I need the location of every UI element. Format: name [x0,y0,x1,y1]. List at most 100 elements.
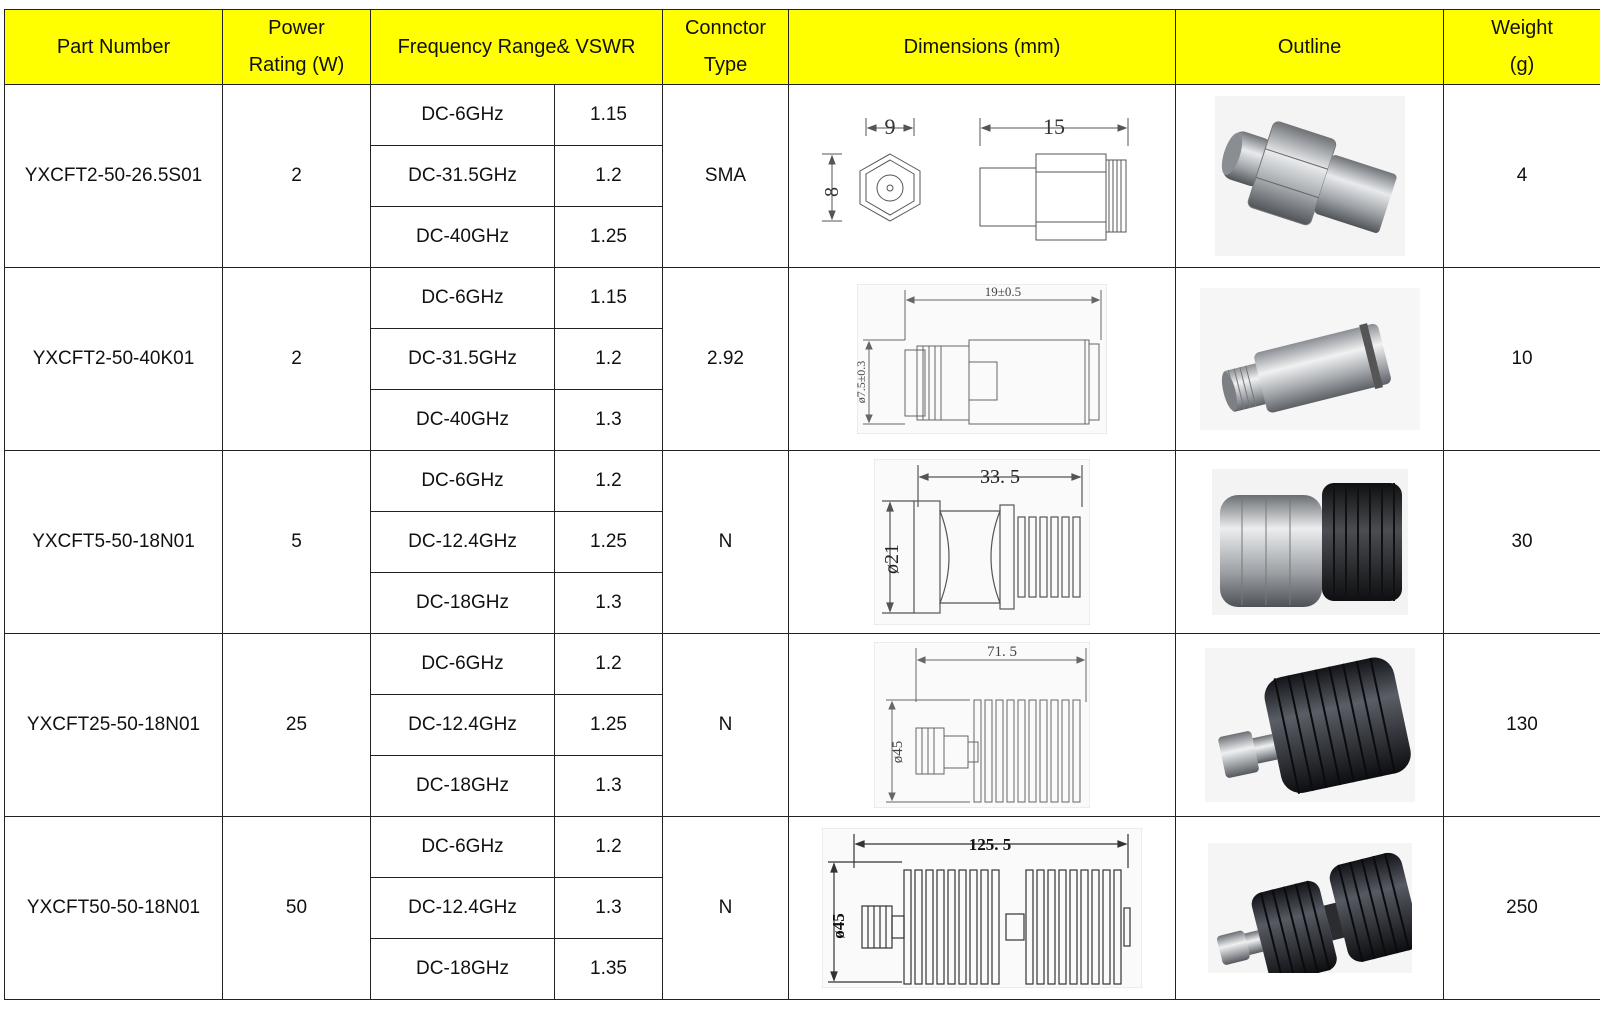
freq-cell: DC-12.4GHz [370,694,555,756]
dim-label-diameter: ø45 [890,741,906,764]
dim-label-8: 8 [822,187,843,197]
freq-cell: DC-31.5GHz [370,145,555,207]
table-row: DC-40GHz 1.25 [5,206,1600,268]
connector-cell: N [662,816,790,1000]
dim-label-15: 15 [1043,114,1065,139]
vswr-cell: 1.2 [553,816,664,878]
outline-cell [1175,450,1445,634]
header-weight-line2: (g) [1509,54,1535,76]
dimensions-cell: 9 15 8 [788,84,1177,268]
vswr-cell: 1.2 [553,633,664,695]
freq-cell: DC-12.4GHz [370,877,555,939]
connector-cell: N [662,450,790,634]
part-number-cell: YXCFT50-50-18N01 [4,816,223,1000]
vswr-cell: 1.2 [553,450,664,512]
dim-label-9: 9 [885,114,896,139]
vswr-cell: 1.25 [553,511,664,573]
header-row: Part Number Power Rating (W) Frequency R… [4,9,1600,85]
dim-label-diameter: ø45 [829,913,848,939]
freq-cell: DC-18GHz [370,572,555,634]
vswr-cell: 1.2 [553,328,664,390]
dim-label-length: 125. 5 [969,835,1012,854]
vswr-cell: 1.25 [553,694,664,756]
n-25w-dimension-drawing: 71. 5 ø45 [874,642,1091,808]
freq-cell: DC-31.5GHz [370,328,555,390]
table-row: DC-12.4GHz 1.25 [5,694,1600,756]
table-row: YXCFT2-50-26.5S01 2 DC-6GHz 1.15 SMA [4,84,1600,268]
part-number-cell: YXCFT2-50-26.5S01 [4,84,223,268]
table-row: DC-40GHz 1.3 [5,389,1600,451]
dimensions-cell: 71. 5 ø45 [788,633,1177,817]
n-50w-attenuator-photo [1207,843,1412,973]
part-number-cell: YXCFT5-50-18N01 [4,450,223,634]
freq-cell: DC-6GHz [370,267,555,329]
weight-cell: 4 [1443,84,1600,268]
vswr-cell: 1.3 [553,572,664,634]
weight-cell: 30 [1443,450,1600,634]
freq-cell: DC-6GHz [370,84,555,146]
dim-label-length: 71. 5 [987,644,1017,660]
part-number-cell: YXCFT25-50-18N01 [4,633,223,817]
dim-label-diameter: ø21 [881,544,903,574]
table-row: DC-12.4GHz 1.3 [5,877,1600,939]
k-connector-attenuator-photo [1199,288,1420,430]
power-cell: 2 [222,84,371,268]
table-row: DC-18GHz 1.35 [5,938,1600,1000]
freq-cell: DC-18GHz [370,755,555,817]
connector-cell: N [662,633,790,817]
dimensions-cell: 33. 5 ø21 [788,450,1177,634]
header-connector-line2: Type [703,54,748,76]
freq-cell: DC-18GHz [370,938,555,1000]
freq-cell: DC-6GHz [370,450,555,512]
dim-label-length: 33. 5 [980,466,1020,488]
weight-cell: 130 [1443,633,1600,817]
dimensions-cell: 19±0.5 ø7.5±0.3 [788,267,1177,451]
sma-attenuator-photo [1214,96,1405,256]
header-power-rating: Power Rating (W) [222,9,371,85]
header-dimensions: Dimensions (mm) [788,9,1177,85]
vswr-cell: 1.15 [553,267,664,329]
table-row: YXCFT50-50-18N01 50 DC-6GHz 1.2 N [4,816,1600,1000]
header-outline: Outline [1175,9,1445,85]
header-frequency: Frequency Range& VSWR [369,9,664,85]
header-weight-line1: Weight [1491,17,1553,39]
vswr-cell: 1.2 [553,145,664,207]
power-cell: 25 [222,633,371,817]
outline-cell [1175,633,1445,817]
power-cell: 50 [222,816,371,1000]
freq-cell: DC-6GHz [370,816,555,878]
power-cell: 2 [222,267,371,451]
vswr-cell: 1.3 [553,877,664,939]
header-connector-line1: Connctor [684,17,767,39]
dim-label-length: 19±0.5 [985,284,1021,299]
sma-dimension-drawing: 9 15 8 [822,114,1129,241]
vswr-cell: 1.3 [553,755,664,817]
vswr-cell: 1.15 [553,84,664,146]
table-row: DC-18GHz 1.3 [5,572,1600,634]
header-power-line2: Rating (W) [248,54,345,76]
table-row: YXCFT25-50-18N01 25 DC-6GHz 1.2 N [4,633,1600,817]
table-row: YXCFT5-50-18N01 5 DC-6GHz 1.2 N [4,450,1600,634]
freq-cell: DC-40GHz [370,206,555,268]
outline-cell [1175,816,1445,1000]
freq-cell: DC-40GHz [370,389,555,451]
table-row: DC-31.5GHz 1.2 [5,328,1600,390]
dimensions-cell: 125. 5 ø45 [788,816,1177,1000]
n-50w-dimension-drawing: 125. 5 ø45 [822,828,1143,988]
weight-cell: 10 [1443,267,1600,451]
power-cell: 5 [222,450,371,634]
header-power-line1: Power [268,17,325,39]
n-5w-attenuator-photo [1211,469,1408,615]
n-25w-attenuator-photo [1204,648,1415,802]
dim-label-diameter: ø7.5±0.3 [857,361,868,404]
table-row: YXCFT2-50-40K01 2 DC-6GHz 1.15 2.92 [4,267,1600,451]
connector-cell: 2.92 [662,267,790,451]
table-row: DC-31.5GHz 1.2 [5,145,1600,207]
header-connector: Connctor Type [662,9,790,85]
freq-cell: DC-6GHz [370,633,555,695]
k-connector-dimension-drawing: 19±0.5 ø7.5±0.3 [857,284,1108,434]
header-weight: Weight (g) [1443,9,1600,85]
table-row: DC-12.4GHz 1.25 [5,511,1600,573]
vswr-cell: 1.3 [553,389,664,451]
connector-cell: SMA [662,84,790,268]
